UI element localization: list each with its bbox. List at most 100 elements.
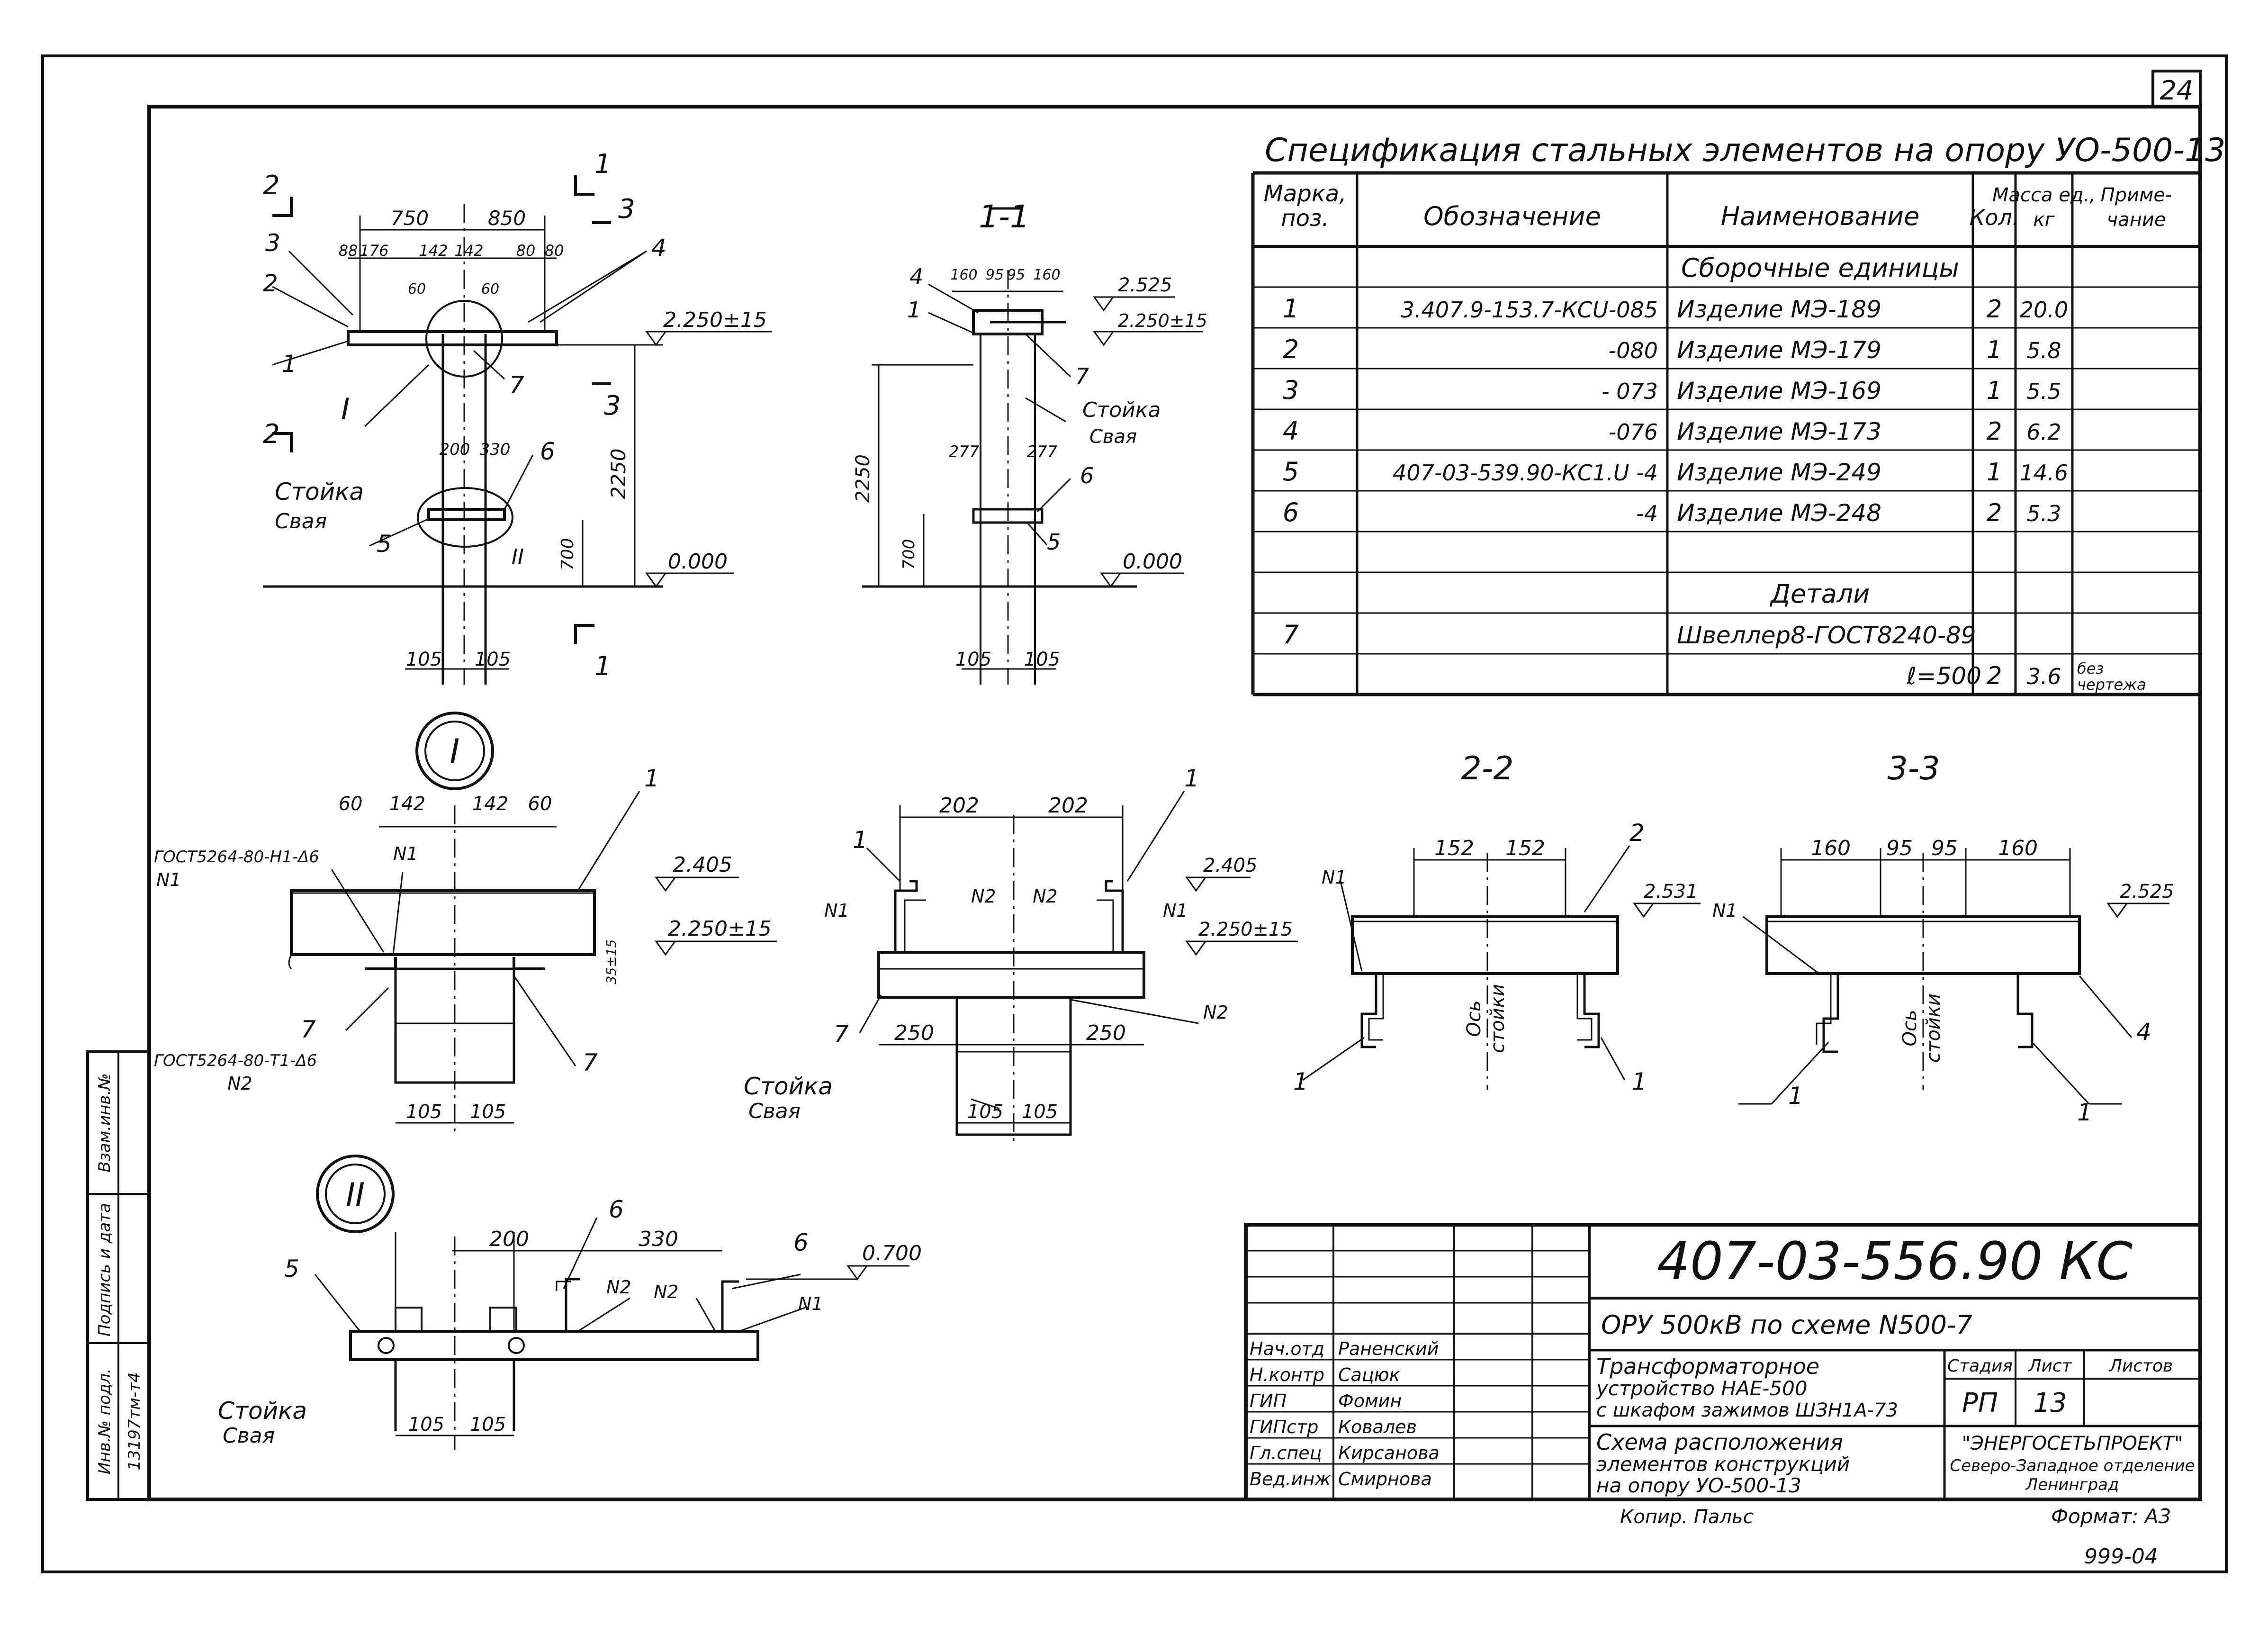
spec-cell-name: ℓ=500 xyxy=(1906,662,1981,690)
spec-cell-name: Сборочные единицы xyxy=(1681,253,1959,283)
nIs-callout-1-right: 1 xyxy=(1184,765,1199,792)
tb-stage: РП xyxy=(1962,1388,1998,1418)
nIs-callout-7: 7 xyxy=(834,1020,849,1048)
spec-cell-mass: 5.3 xyxy=(2026,501,2061,526)
nIs-dim-105a: 105 xyxy=(967,1101,1003,1123)
tb-drawing-1: Схема расположения xyxy=(1596,1429,1843,1455)
s11-dim-700: 700 xyxy=(900,539,918,570)
nII-dim-330: 330 xyxy=(639,1227,678,1251)
nIs-dim-202a: 202 xyxy=(939,794,979,818)
s11-dim-95b: 95 xyxy=(1007,267,1025,283)
section-1-1-view xyxy=(862,207,1203,685)
tb-staff-name: Смирнова xyxy=(1338,1469,1432,1490)
s22-dim-152b: 152 xyxy=(1505,836,1545,860)
spec-cell-mark: 6 xyxy=(1283,497,1299,527)
s33-dim-95a: 95 xyxy=(1886,836,1913,860)
nI-level-2250: 2.250±15 xyxy=(668,917,772,941)
node-I-title-circle xyxy=(415,712,494,790)
spec-cell-designation: 407-03-539.90-КС1.U -4 xyxy=(1393,460,1658,486)
node-II-ellipse xyxy=(417,487,513,548)
side-stamp-vzam: Взам.инв.№ xyxy=(95,1073,114,1172)
spec-cell-name: Изделие МЭ-179 xyxy=(1677,336,1881,364)
s11-post-svaya: Свая xyxy=(1089,426,1137,448)
nII-post-stoyka: Стойка xyxy=(218,1397,307,1425)
s33-callout-1-left: 1 xyxy=(1788,1082,1803,1110)
tb-staff-role: Нач.отд xyxy=(1250,1338,1324,1359)
section-mark-1-top: 1 xyxy=(594,149,612,180)
node-II-clamp-plate xyxy=(349,1330,759,1361)
side-stamp-inv: Инв.№ подл. xyxy=(95,1368,114,1474)
dim-60a: 60 xyxy=(408,281,426,298)
spec-cell-mass: 5.5 xyxy=(2026,379,2061,404)
dim-176: 176 xyxy=(360,242,388,260)
top-beam xyxy=(347,330,558,346)
spec-cell-name: Швеллер8-ГОСТ8240-89 xyxy=(1677,622,1976,649)
callout-1: 1 xyxy=(282,350,297,378)
callout-4: 4 xyxy=(651,234,666,262)
section-1-1-title: 1-1 xyxy=(979,199,1030,235)
tb-object-1: Трансформаторное xyxy=(1596,1354,1819,1379)
section-mark-2-top: 2 xyxy=(263,170,280,201)
side-stamp-sign: Подпись и дата xyxy=(95,1203,114,1336)
tb-staff-role: Гл.спец xyxy=(1250,1443,1322,1463)
callout-6: 6 xyxy=(540,438,555,465)
nI-level-2405: 2.405 xyxy=(673,853,732,877)
spec-cell-name: Изделие МЭ-173 xyxy=(1677,418,1881,445)
dim-750: 750 xyxy=(391,207,429,230)
nIs-callout-1-left: 1 xyxy=(853,826,868,854)
level-2250: 2.250±15 xyxy=(663,308,767,332)
section-1-1-text: 1-1 160 95 95 160 277 277 2250 700 105 1… xyxy=(852,199,1207,670)
spec-cell-qty: 2 xyxy=(1986,417,2002,446)
dim-60b: 60 xyxy=(481,281,499,298)
spec-cell-designation: -080 xyxy=(1609,338,1658,363)
tb-code: 407-03-556.90 КС xyxy=(1657,1231,2133,1291)
nIs-weld-N2-bottom: N2 xyxy=(1203,1002,1228,1023)
dim-142a: 142 xyxy=(419,242,448,260)
tb-staff-role: ГИПстр xyxy=(1250,1417,1318,1437)
node-I-side-view xyxy=(859,791,1298,1142)
nIs-dim-105b: 105 xyxy=(1022,1101,1058,1123)
spec-cell-mass: 6.2 xyxy=(2026,419,2061,445)
s11-callout-4: 4 xyxy=(909,264,923,289)
s33-axis-label-2: стойки xyxy=(1923,993,1944,1063)
tb-staff-role: Вед.инж xyxy=(1250,1469,1331,1490)
section-mark-3-top: 3 xyxy=(618,194,635,225)
nI-dim-142b: 142 xyxy=(472,793,508,815)
s11-dim-105b: 105 xyxy=(1024,649,1060,670)
spec-cell-mark: 5 xyxy=(1283,457,1299,487)
tb-staff-name: Кирсанова xyxy=(1338,1443,1440,1463)
tb-project: ОРУ 500кВ по схеме N500-7 xyxy=(1601,1310,1972,1340)
post-label-stoyka: Стойка xyxy=(275,478,364,506)
dim-105a: 105 xyxy=(406,649,442,670)
spec-cell-mark: 4 xyxy=(1283,416,1299,446)
nII-callout-6-left: 6 xyxy=(609,1196,624,1223)
nIs-weld-N2-left: N2 xyxy=(971,886,996,907)
node-II-view xyxy=(314,1155,909,1450)
side-stamp-text: Инв.№ подл. Подпись и дата Взам.инв.№ 13… xyxy=(95,1073,144,1474)
tb-sheets-label: Листов xyxy=(2108,1356,2173,1376)
dim-700: 700 xyxy=(558,538,577,571)
callout-7: 7 xyxy=(509,371,524,399)
s11-dim-105a: 105 xyxy=(955,649,991,670)
tb-sheet-label: Лист xyxy=(2027,1356,2072,1376)
s22-callout-2: 2 xyxy=(1629,819,1645,847)
tb-staff-role: Н.контр xyxy=(1250,1364,1324,1385)
section-2-2-text: 2-2 152 152 2.531 N1 Ось стойки 2 1 1 xyxy=(1293,750,1698,1095)
tb-copied: Копир. Пальс xyxy=(1620,1506,1754,1528)
nII-callout-5: 5 xyxy=(284,1255,299,1282)
tb-sheet: 13 xyxy=(2033,1388,2067,1418)
s22-axis-label-2: стойки xyxy=(1487,984,1509,1053)
s11-dim-2250: 2250 xyxy=(852,454,874,503)
tb-object-2: устройство НАЕ-500 xyxy=(1595,1377,1808,1400)
s22-callout-1-right: 1 xyxy=(1632,1068,1647,1095)
tb-org-1: "ЭНЕРГОСЕТЬПРОЕКТ" xyxy=(1962,1433,2183,1454)
s11-callout-7: 7 xyxy=(1075,363,1089,389)
nI-dim-105b: 105 xyxy=(470,1101,506,1123)
spec-cell-designation: -076 xyxy=(1609,419,1658,445)
s22-level-2531: 2.531 xyxy=(1644,881,1698,903)
tb-staff-name: Раненский xyxy=(1338,1338,1439,1359)
s33-axis-label-1: Ось xyxy=(1899,1010,1921,1046)
s33-dim-95b: 95 xyxy=(1931,836,1958,860)
nII-dim-105b: 105 xyxy=(470,1414,506,1435)
